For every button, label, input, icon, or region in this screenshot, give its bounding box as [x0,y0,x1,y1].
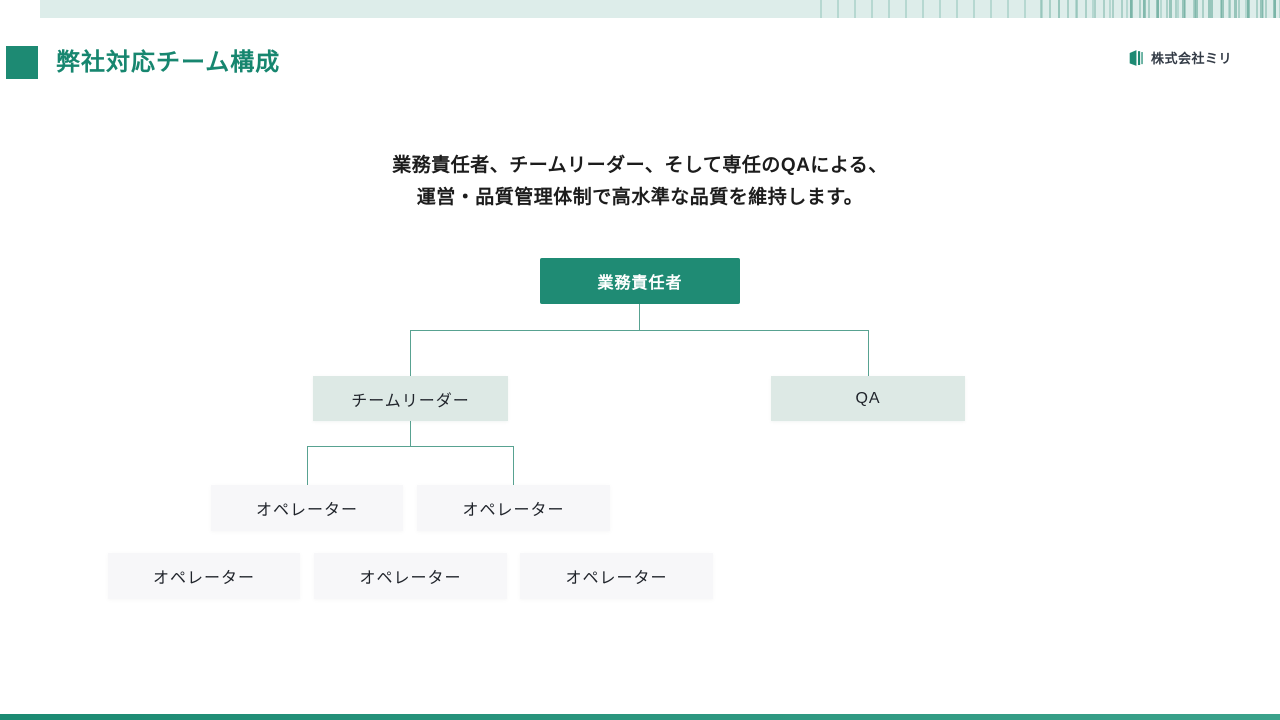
org-node-operator-1: オペレーター [211,485,403,531]
connector-line [410,330,869,331]
connector-line [410,421,411,446]
company-logo-text: 株式会社ミリ [1150,51,1232,66]
topbar-stripes-dense [1040,0,1280,18]
company-logo: 株式会社ミリ [1127,48,1232,67]
topbar-stripes-dark [1130,0,1280,18]
connector-line [513,446,514,485]
page-title: 弊社対応チーム構成 [56,49,281,76]
org-node-operator-3: オペレーター [108,553,300,599]
company-logo-icon [1129,49,1143,66]
connector-line [307,446,513,447]
connector-line [307,446,308,485]
top-decoration-bar [40,0,1280,18]
org-node-team-leader: チームリーダー [313,376,508,421]
description-line-2: 運営・品質管理体制で高水準な品質を維持します。 [416,187,864,208]
org-node-operator-2: オペレーター [417,485,610,531]
connector-line [868,330,869,376]
connector-line [410,330,411,376]
org-node-qa: QA [771,376,965,421]
description-line-1: 業務責任者、チームリーダー、そして専任のQAによる、 [392,155,888,176]
description-text: 業務責任者、チームリーダー、そして専任のQAによる、運営・品質管理体制で高水準な… [0,150,1280,214]
title-accent-square [6,46,38,79]
org-node-operator-5: オペレーター [520,553,713,599]
bottom-decoration-bar [0,714,1280,720]
org-node-manager: 業務責任者 [540,258,740,304]
connector-line [639,304,640,330]
org-node-operator-4: オペレーター [314,553,507,599]
